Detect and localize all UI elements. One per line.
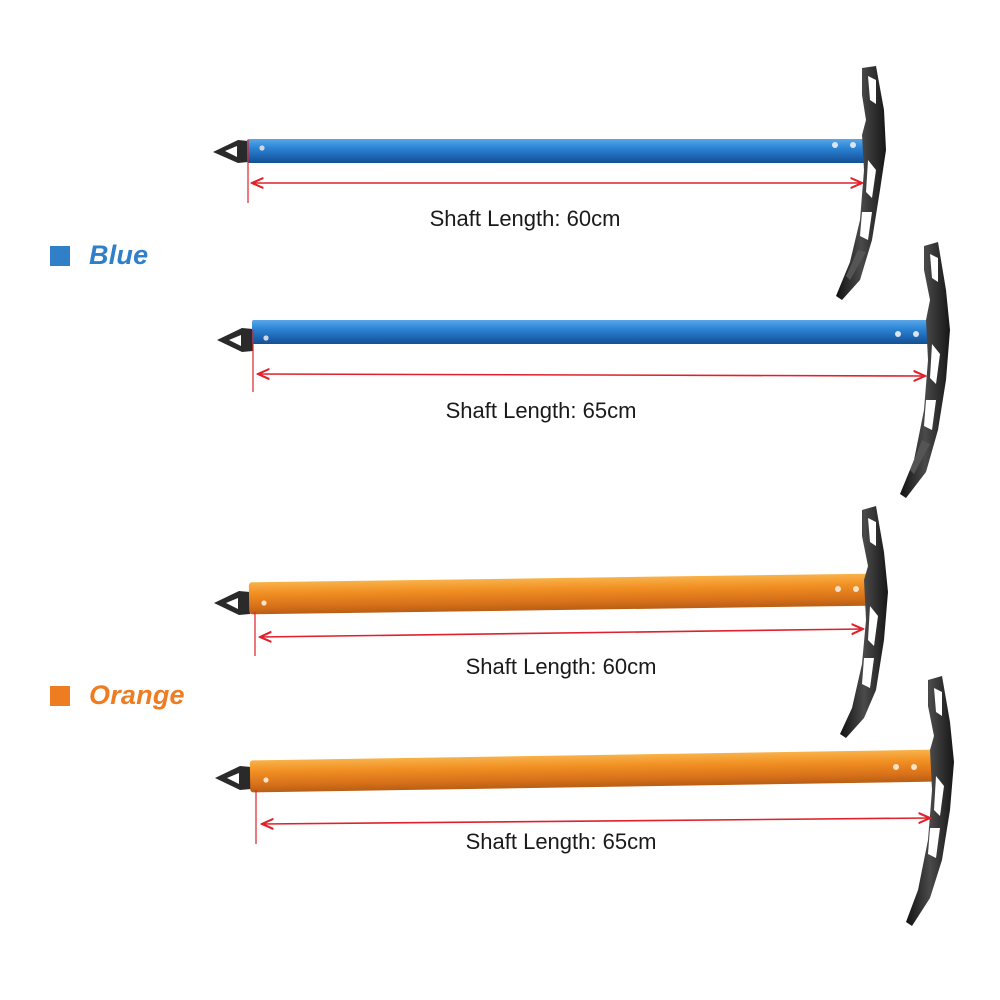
legend-label-blue: Blue: [89, 240, 149, 270]
ice-axe-orange-60: [214, 506, 888, 738]
pick-head-icon: [840, 506, 888, 738]
ice-axe-orange-65: [215, 676, 954, 926]
shaft-length-label: Shaft Length: 60cm: [465, 654, 657, 679]
pick-head-icon: [900, 242, 950, 498]
legend-label-orange: Orange: [89, 680, 185, 710]
shaft-length-label: Shaft Length: 60cm: [429, 206, 621, 231]
spike-icon: [215, 766, 251, 790]
legend-orange: Orange: [50, 680, 185, 711]
shaft: [252, 320, 934, 344]
square-swatch-icon: [50, 685, 70, 706]
shaft-length-label: Shaft Length: 65cm: [445, 398, 637, 423]
ice-axe-blue-65: [217, 242, 950, 498]
square-swatch-icon: [50, 245, 70, 266]
legend-blue: Blue: [50, 240, 148, 271]
ice-axe-blue-60: [213, 66, 886, 300]
shaft: [247, 139, 867, 163]
shaft-length-label: Shaft Length: 65cm: [465, 829, 657, 854]
spike-icon: [213, 140, 248, 163]
spike-icon: [217, 328, 253, 352]
shaft: [248, 573, 870, 615]
pick-head-icon: [906, 676, 954, 926]
shaft: [249, 749, 937, 793]
spike-icon: [214, 591, 250, 615]
pick-head-icon: [836, 66, 886, 300]
